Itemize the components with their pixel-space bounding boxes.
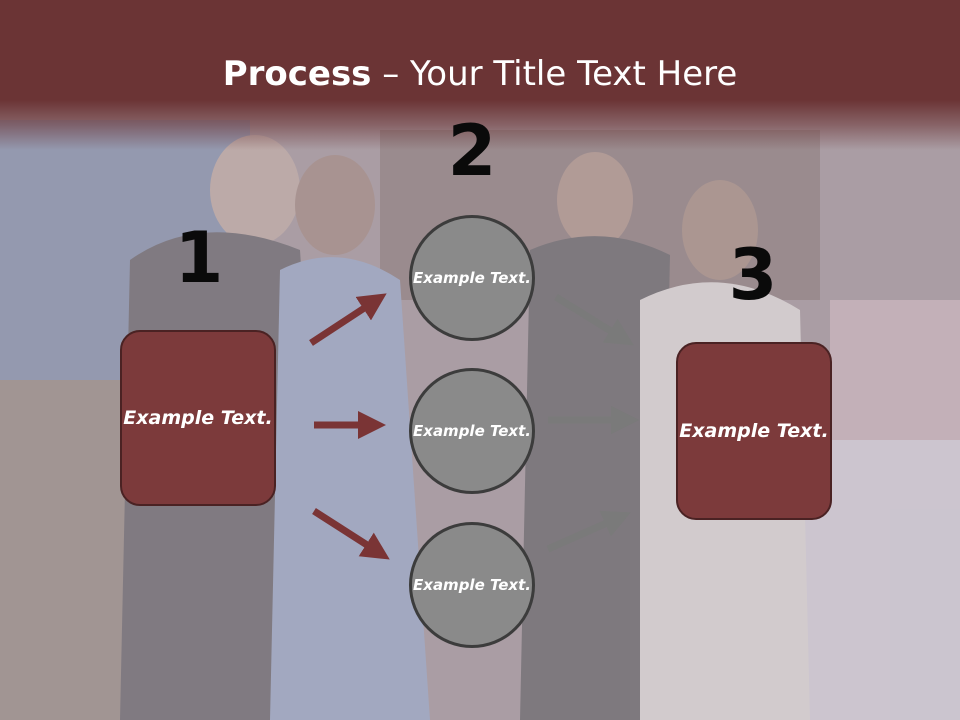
- slide-title: Process – Your Title Text Here: [0, 52, 960, 96]
- left-box: Example Text.: [120, 330, 276, 506]
- circle-top: Example Text.: [409, 215, 535, 341]
- circle-middle: Example Text.: [409, 368, 535, 494]
- circle-bottom-label: Example Text.: [413, 575, 531, 594]
- step-number-3: 3: [728, 234, 778, 316]
- arrow-top-to-right: [554, 294, 634, 346]
- circle-middle-label: Example Text.: [413, 421, 531, 440]
- header-band: [0, 0, 960, 150]
- title-rest: – Your Title Text Here: [371, 54, 738, 94]
- right-box-label: Example Text.: [679, 419, 829, 442]
- arrow-bottom-to-right: [546, 510, 631, 553]
- title-strong: Process: [222, 54, 372, 94]
- arrow-left-to-bottom: [312, 508, 390, 560]
- right-box: Example Text.: [676, 342, 832, 520]
- circle-bottom: Example Text.: [409, 522, 535, 648]
- step-number-2: 2: [447, 110, 497, 192]
- left-box-label: Example Text.: [123, 406, 273, 429]
- circle-top-label: Example Text.: [413, 268, 531, 287]
- arrow-left-to-top: [309, 293, 387, 346]
- step-number-1: 1: [174, 217, 224, 299]
